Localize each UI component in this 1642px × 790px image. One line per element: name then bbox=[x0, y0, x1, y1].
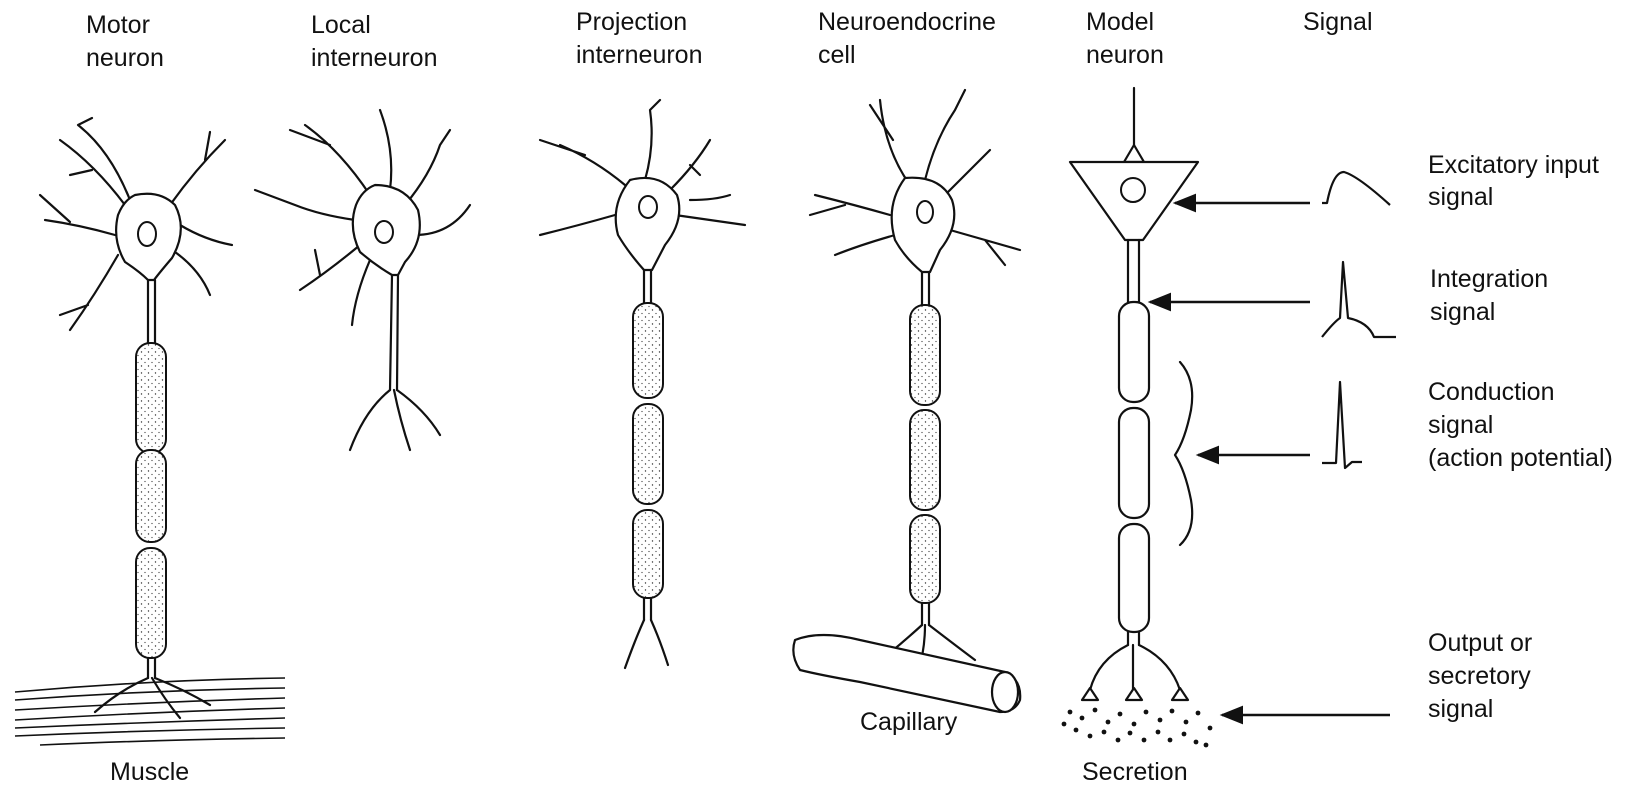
svg-text:signal: signal bbox=[1430, 298, 1495, 326]
svg-text:Projection: Projection bbox=[576, 8, 687, 36]
label-capillary: Capillary bbox=[860, 708, 958, 736]
svg-text:neuron: neuron bbox=[1086, 41, 1164, 69]
label-output-signal: Output or secretory signal bbox=[1428, 629, 1532, 723]
svg-text:signal: signal bbox=[1428, 411, 1493, 439]
header-projection-interneuron: Projection interneuron bbox=[576, 8, 702, 69]
secretion-dots bbox=[1062, 708, 1213, 748]
svg-text:Excitatory input: Excitatory input bbox=[1428, 151, 1599, 179]
svg-text:Output or: Output or bbox=[1428, 629, 1532, 657]
neuroendocrine-nucleus bbox=[917, 201, 933, 223]
label-secretion: Secretion bbox=[1082, 758, 1188, 786]
svg-text:Motor: Motor bbox=[86, 11, 150, 39]
muscle bbox=[15, 678, 285, 745]
label-integration-signal: Integration signal bbox=[1430, 265, 1548, 326]
svg-text:Local: Local bbox=[311, 11, 371, 39]
conduction-brace bbox=[1175, 362, 1192, 545]
svg-text:interneuron: interneuron bbox=[576, 41, 702, 69]
label-conduction-signal: Conduction signal (action potential) bbox=[1428, 378, 1613, 472]
header-signal: Signal bbox=[1303, 8, 1373, 36]
header-local-interneuron: Local interneuron bbox=[311, 11, 437, 72]
svg-text:cell: cell bbox=[818, 41, 856, 69]
capillary bbox=[793, 635, 1020, 712]
neuroendocrine-cell bbox=[810, 90, 1020, 672]
label-excitatory-signal: Excitatory input signal bbox=[1428, 151, 1599, 211]
svg-text:(action potential): (action potential) bbox=[1428, 444, 1613, 472]
model-neuron-nucleus bbox=[1121, 178, 1145, 202]
header-neuroendocrine-cell: Neuroendocrine cell bbox=[818, 8, 996, 69]
action-potential-trace bbox=[1322, 382, 1362, 468]
motor-neuron-nucleus bbox=[138, 222, 156, 246]
svg-text:Model: Model bbox=[1086, 8, 1154, 36]
svg-text:signal: signal bbox=[1428, 695, 1493, 723]
header-motor-neuron: Motor neuron bbox=[86, 11, 164, 72]
local-interneuron bbox=[255, 110, 470, 450]
excitatory-trace bbox=[1322, 172, 1390, 205]
model-neuron bbox=[1070, 88, 1198, 700]
svg-text:signal: signal bbox=[1428, 183, 1493, 211]
svg-text:Conduction: Conduction bbox=[1428, 378, 1554, 406]
local-interneuron-nucleus bbox=[375, 221, 393, 243]
label-muscle: Muscle bbox=[110, 758, 189, 786]
projection-interneuron-nucleus bbox=[639, 196, 657, 218]
header-model-neuron: Model neuron bbox=[1086, 8, 1164, 69]
projection-interneuron bbox=[540, 100, 745, 668]
svg-text:Integration: Integration bbox=[1430, 265, 1548, 293]
motor-neuron bbox=[40, 118, 232, 718]
svg-text:secretory: secretory bbox=[1428, 662, 1531, 690]
svg-text:neuron: neuron bbox=[86, 44, 164, 72]
svg-text:interneuron: interneuron bbox=[311, 44, 437, 72]
svg-text:Neuroendocrine: Neuroendocrine bbox=[818, 8, 996, 36]
integration-trace bbox=[1322, 262, 1396, 337]
